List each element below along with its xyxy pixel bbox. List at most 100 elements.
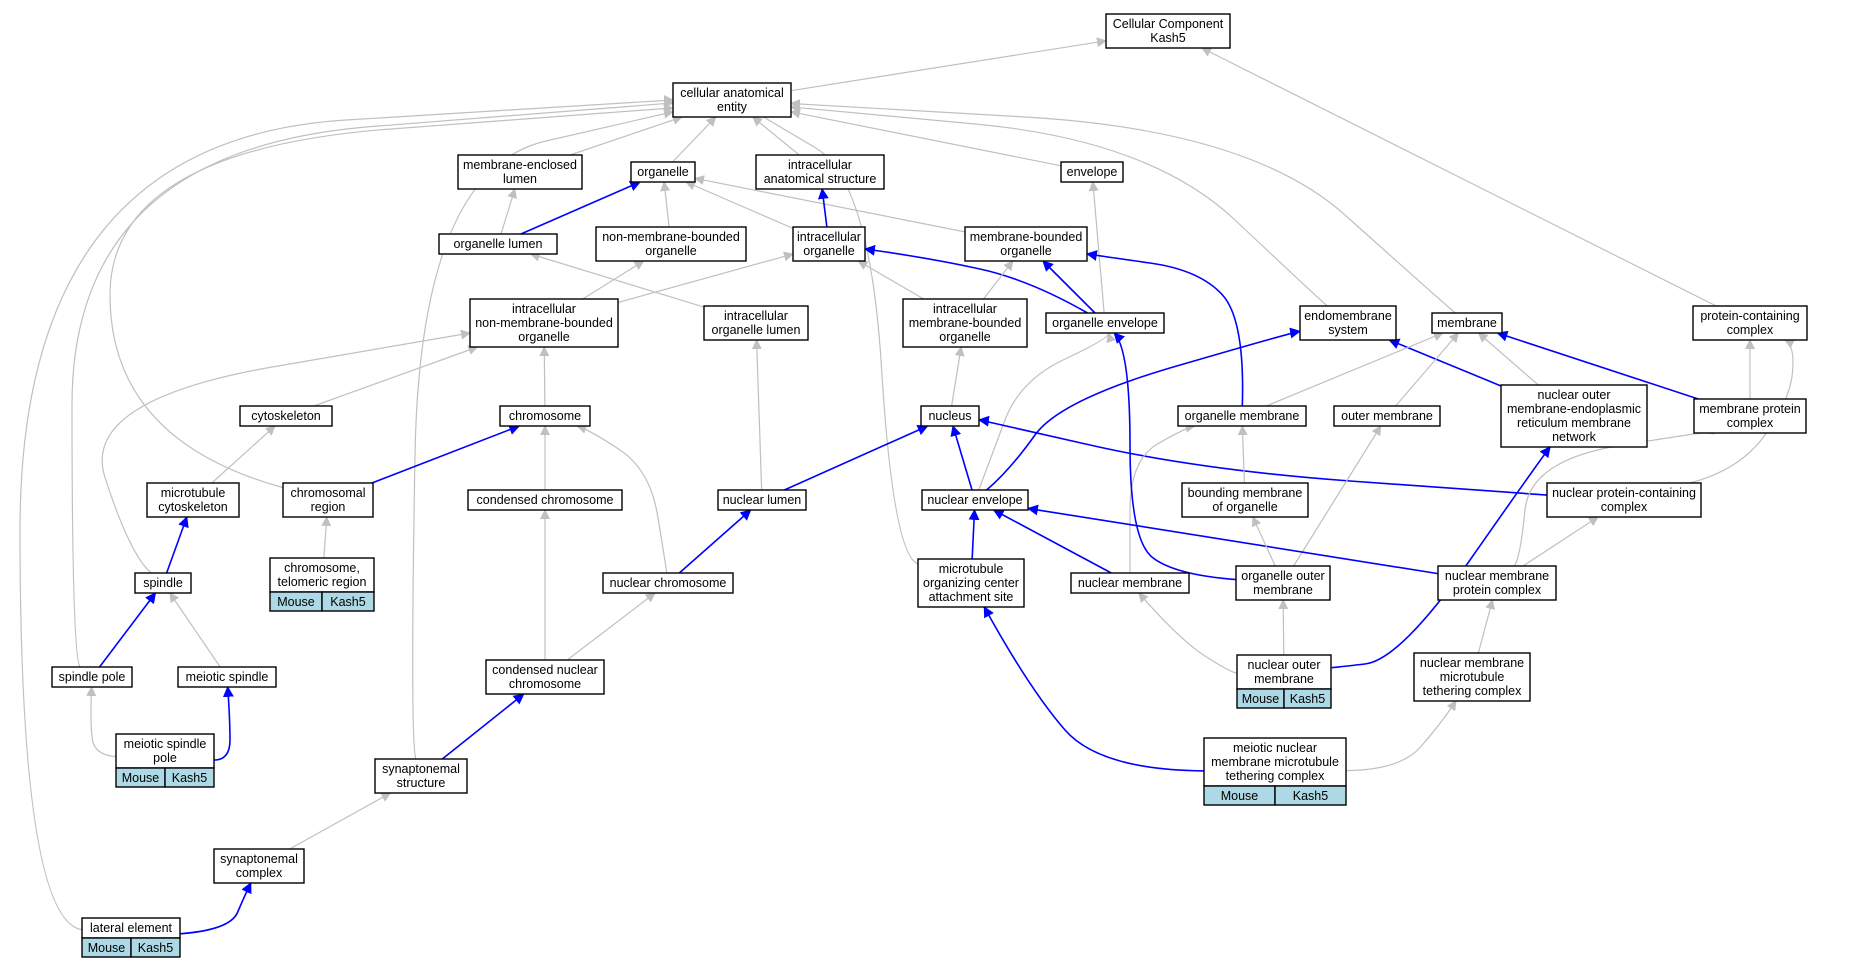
node-label-line: membrane-bounded (909, 316, 1022, 330)
node-orglumen[interactable]: organelle lumen (438, 233, 558, 255)
node-label-line: organelle membrane (1185, 409, 1300, 423)
tag-gene: Kash5 (1290, 692, 1325, 706)
node-label-line: nuclear envelope (927, 493, 1022, 507)
node-outermem[interactable]: outer membrane (1333, 405, 1441, 427)
node-label-line: complex (236, 866, 283, 880)
node-box (213, 848, 305, 884)
node-label-line: reticulum membrane (1517, 416, 1631, 430)
edge-spole-to-spindle (98, 592, 157, 668)
node-label-line: intracellular (788, 158, 852, 172)
node-nuclumen[interactable]: nuclear lumen (717, 489, 807, 511)
node-box (146, 482, 240, 518)
node-label-line: attachment site (929, 590, 1014, 604)
node-orgenv[interactable]: organelle envelope (1045, 312, 1165, 334)
node-label-line: membrane protein (1699, 402, 1800, 416)
node-label-line: organizing center (923, 576, 1019, 590)
node-box (602, 572, 734, 594)
node-inmbo[interactable]: intracellularnon-membrane-boundedorganel… (469, 298, 619, 348)
node-label-line: condensed chromosome (477, 493, 614, 507)
node-spole[interactable]: spindle pole (51, 666, 133, 688)
node-nomern[interactable]: nuclear outermembrane-endoplasmicreticul… (1500, 384, 1648, 448)
node-nucenv[interactable]: nuclear envelope (921, 489, 1029, 511)
node-org[interactable]: organelle (630, 161, 696, 183)
edge-nuclumen-to-iol (751, 339, 763, 491)
node-spindle[interactable]: spindle (134, 572, 192, 594)
node-label-line: chromosome (509, 409, 581, 423)
edge-nucmem-to-orgmem (1129, 422, 1196, 574)
node-label-line: membrane (1253, 583, 1313, 597)
node-nucmem[interactable]: nuclear membrane (1070, 572, 1190, 594)
node-env[interactable]: envelope (1060, 161, 1124, 183)
edge-spindle-to-inmbo (101, 329, 471, 574)
node-label-line: complex (1727, 323, 1774, 337)
node-label-line: protein-containing (1700, 309, 1799, 323)
node-label-line: organelle (518, 330, 569, 344)
node-label-line: nuclear membrane (1420, 656, 1524, 670)
edge-iorg-to-org (685, 180, 794, 229)
node-mspindle[interactable]: meiotic spindle (177, 666, 277, 688)
node-label-line: Cellular Component (1113, 17, 1224, 31)
node-orgmem[interactable]: organelle membrane (1177, 405, 1307, 427)
node-nucleus[interactable]: nucleus (920, 405, 980, 427)
node-label-line: membrane-enclosed (463, 158, 577, 172)
node-label-line: non-membrane-bounded (602, 230, 740, 244)
node-box (920, 405, 980, 427)
edge-nmpc-to-nucenv (1026, 504, 1439, 575)
node-box (1060, 161, 1124, 183)
edge-syncomplex-to-synstruct (289, 792, 392, 850)
node-label-line: meiotic nuclear (1233, 741, 1317, 755)
node-membrane[interactable]: membrane (1431, 312, 1503, 334)
node-box (269, 557, 375, 593)
node-label-line: organelle lumen (454, 237, 543, 251)
node-chrom[interactable]: chromosome (499, 405, 591, 427)
node-box (1181, 482, 1309, 518)
node-box (485, 659, 605, 695)
node-label-line: region (311, 500, 346, 514)
node-label-line: bounding membrane (1188, 486, 1303, 500)
node-box (115, 733, 215, 769)
node-label-line: membrane-bounded (970, 230, 1083, 244)
edge-org-to-cae (672, 116, 717, 163)
node-box (1070, 572, 1190, 594)
node-cytosk[interactable]: cytoskeleton (239, 405, 333, 427)
node-nucchrom[interactable]: nuclear chromosome (602, 572, 734, 594)
node-label-line: nuclear membrane (1078, 576, 1182, 590)
node-label-line: structure (397, 776, 446, 790)
node-condchrom[interactable]: condensed chromosome (467, 489, 623, 511)
node-label-line: organelle (803, 244, 854, 258)
edge-cae-to-root (790, 37, 1107, 92)
edge-iol-to-orglumen (529, 251, 705, 308)
edge-nom-to-nomern (1330, 446, 1551, 669)
node-label-line: membrane (1254, 672, 1314, 686)
